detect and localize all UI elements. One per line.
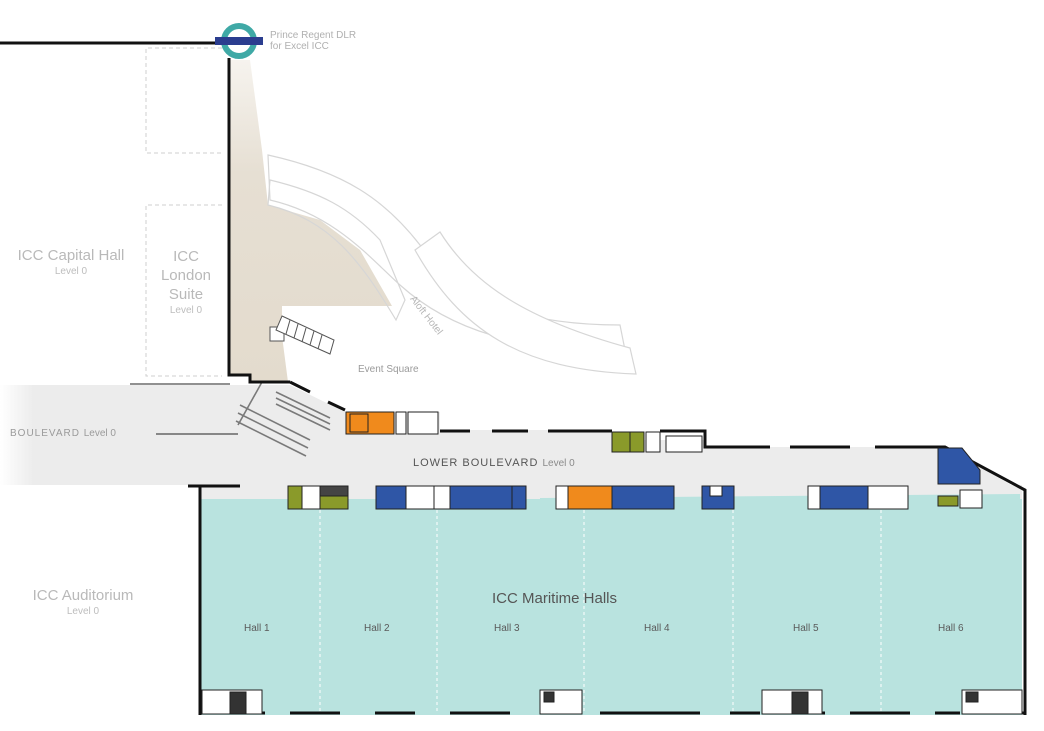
bottom-cores xyxy=(201,689,1023,715)
hall-1-label[interactable]: Hall 1 xyxy=(244,623,270,634)
upper-venue-outlines xyxy=(145,47,222,377)
lower-boulevard-label[interactable]: LOWER BOULEVARD Level 0 xyxy=(413,457,575,469)
event-square-label[interactable]: Event Square xyxy=(358,364,419,375)
london-suite-line2: London xyxy=(160,267,212,284)
london-suite-line1: ICC xyxy=(173,248,199,265)
london-suite-level: Level 0 xyxy=(169,305,203,316)
plaza-area xyxy=(229,60,392,382)
hall-6-label[interactable]: Hall 6 xyxy=(938,623,964,634)
auditorium-level: Level 0 xyxy=(66,606,100,617)
dlr-roundel-icon[interactable] xyxy=(215,23,263,59)
hall-5-label[interactable]: Hall 5 xyxy=(793,623,819,634)
station-line2: for Excel ICC xyxy=(270,41,329,52)
station-line1: Prince Regent DLR xyxy=(270,30,357,41)
maritime-halls-floor xyxy=(200,485,1022,715)
amenities-upper xyxy=(345,411,983,509)
auditorium-label[interactable]: ICC Auditorium Level 0 xyxy=(10,586,156,619)
hall-2-label[interactable]: Hall 2 xyxy=(364,623,390,634)
boulevard-name: BOULEVARD xyxy=(10,428,80,439)
hall-4-label[interactable]: Hall 4 xyxy=(644,623,670,634)
london-suite-label[interactable]: ICC London Suite Level 0 xyxy=(148,247,224,318)
hall-dividers xyxy=(319,510,882,712)
lower-boulevard-name: LOWER BOULEVARD xyxy=(413,457,539,469)
station-label[interactable]: Prince Regent DLR for Excel ICC xyxy=(270,30,356,52)
plaza-stairs xyxy=(269,315,335,355)
building-walls xyxy=(0,41,1027,715)
maritime-halls-label[interactable]: ICC Maritime Halls xyxy=(492,590,618,607)
lower-boulevard-level: Level 0 xyxy=(542,458,575,469)
capital-hall-level: Level 0 xyxy=(54,266,88,277)
boulevard-floor xyxy=(0,385,1020,498)
capital-hall-label[interactable]: ICC Capital Hall Level 0 xyxy=(8,246,134,279)
amenities-lower xyxy=(287,485,909,510)
boulevard-label[interactable]: BOULEVARD Level 0 xyxy=(10,428,116,439)
auditorium-name: ICC Auditorium xyxy=(32,587,134,604)
boulevard-edge-lines xyxy=(130,383,238,435)
boulevard-level: Level 0 xyxy=(83,428,116,439)
aloft-hotel-building xyxy=(267,154,637,375)
capital-hall-name: ICC Capital Hall xyxy=(17,247,125,264)
hall-3-label[interactable]: Hall 3 xyxy=(494,623,520,634)
london-suite-line3: Suite xyxy=(168,286,204,303)
boulevard-escalators xyxy=(235,381,331,457)
